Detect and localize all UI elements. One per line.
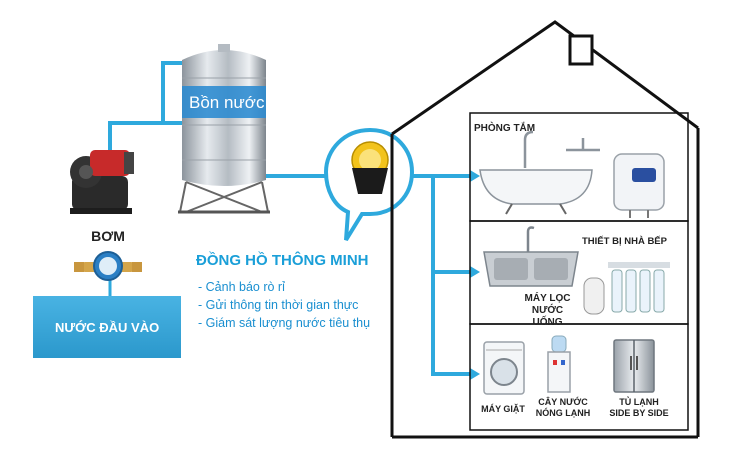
ro-filter-label-line1: MÁY LỌC bbox=[524, 293, 571, 304]
fridge-label: TỦ LẠNH SIDE BY SIDE bbox=[604, 397, 674, 419]
water-heater-icon bbox=[613, 153, 665, 218]
water-input-box bbox=[33, 296, 181, 358]
washer-label: MÁY GIẶT bbox=[481, 404, 525, 414]
pump-label: BƠM bbox=[91, 228, 125, 244]
ro-filter-icon bbox=[583, 262, 670, 315]
smart-meter-title: ĐỒNG HỒ THÔNG MINH bbox=[196, 252, 369, 269]
water-meter-small bbox=[74, 251, 142, 281]
pipe-tank-top bbox=[161, 61, 187, 123]
arrow-kitchen bbox=[470, 266, 480, 278]
feature-realtime: - Gửi thông tin thời gian thực bbox=[198, 298, 359, 312]
feature-leak-alert: - Cảnh báo rò rỉ bbox=[198, 280, 285, 294]
dispenser-label-line1: CÂY NƯỚC bbox=[538, 397, 588, 407]
smart-meter-icon bbox=[323, 127, 415, 242]
kitchen-label: THIẾT BỊ NHÀ BẾP bbox=[582, 236, 667, 247]
house-floors bbox=[469, 112, 689, 431]
pipes bbox=[108, 61, 470, 376]
tank-label: Bồn nước bbox=[189, 93, 265, 112]
pipe-house-riser bbox=[431, 176, 470, 376]
washing-machine-icon bbox=[483, 341, 525, 395]
bathtub-icon bbox=[479, 130, 600, 215]
water-input-label: NƯỚC ĐẦU VÀO bbox=[55, 320, 160, 335]
pipe-arrows bbox=[470, 170, 480, 380]
bathroom-label: PHÒNG TẮM bbox=[474, 123, 536, 134]
house-outline bbox=[390, 20, 700, 439]
arrow-bathroom bbox=[470, 170, 480, 182]
ro-filter-label-line2: NƯỚC UỐNG bbox=[531, 305, 564, 328]
pump-icon bbox=[70, 150, 134, 214]
fridge-label-line1: TỦ LẠNH bbox=[619, 397, 659, 407]
fridge-label-line2: SIDE BY SIDE bbox=[609, 408, 669, 418]
water-tank-icon bbox=[178, 44, 270, 214]
dispenser-label: CÂY NƯỚC NÓNG LẠNH bbox=[533, 397, 593, 419]
feature-consumption: - Giám sát lượng nước tiêu thụ bbox=[198, 316, 371, 330]
fridge-icon bbox=[613, 339, 655, 393]
arrow-appliances bbox=[470, 368, 480, 380]
ro-filter-label: MÁY LỌC NƯỚC UỐNG bbox=[520, 293, 575, 329]
dispenser-label-line2: NÓNG LẠNH bbox=[535, 408, 591, 418]
kitchen-sink-icon bbox=[483, 226, 579, 287]
water-dispenser-icon bbox=[547, 335, 571, 393]
